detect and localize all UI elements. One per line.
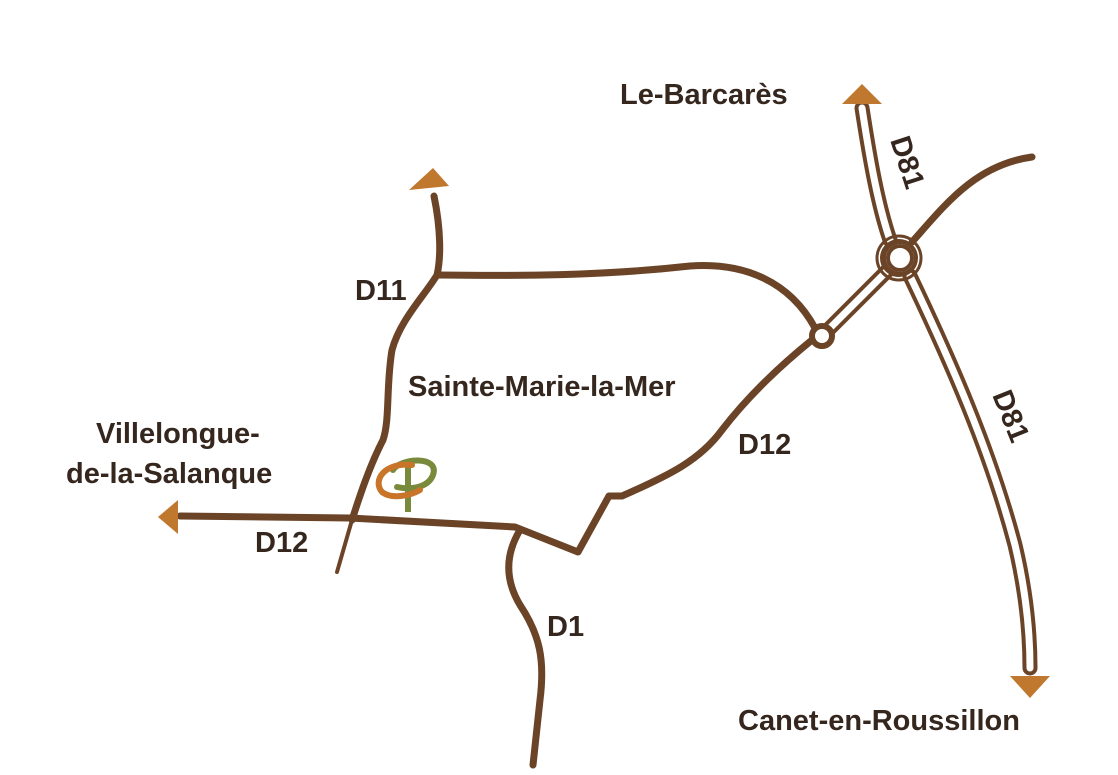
road-connector <box>820 262 896 338</box>
label-d1: D1 <box>547 611 584 643</box>
arrow-d11-north-icon <box>409 168 449 190</box>
road-d81-north <box>854 100 898 248</box>
label-sainte-marie: Sainte-Marie-la-Mer <box>408 371 676 403</box>
road-d12-west <box>176 336 816 556</box>
road-d81-south <box>902 268 1038 676</box>
arrow-canet-icon <box>1010 676 1050 698</box>
label-villelongue-2: de-la-Salanque <box>66 458 272 490</box>
road-d11 <box>348 192 444 524</box>
road-d11-south <box>335 518 354 574</box>
label-le-barcares: Le-Barcarès <box>620 79 788 111</box>
label-d81-south: D81 <box>986 386 1036 447</box>
road-east <box>908 153 1036 246</box>
road-d1 <box>505 526 546 769</box>
label-villelongue-1: Villelongue- <box>96 418 260 450</box>
label-d81-north: D81 <box>883 132 930 192</box>
label-canet: Canet-en-Roussillon <box>738 705 1020 737</box>
arrow-le-barcares-icon <box>842 84 882 104</box>
roundabout-north-ring <box>875 234 923 282</box>
road-north-sainte-marie <box>433 262 819 332</box>
campsite-logo-icon <box>375 457 437 512</box>
roundabout-south <box>809 323 835 349</box>
label-d11: D11 <box>355 275 407 307</box>
arrow-villelongue-icon <box>158 500 178 534</box>
label-d12-west: D12 <box>255 527 308 559</box>
label-d12-east: D12 <box>738 429 791 461</box>
